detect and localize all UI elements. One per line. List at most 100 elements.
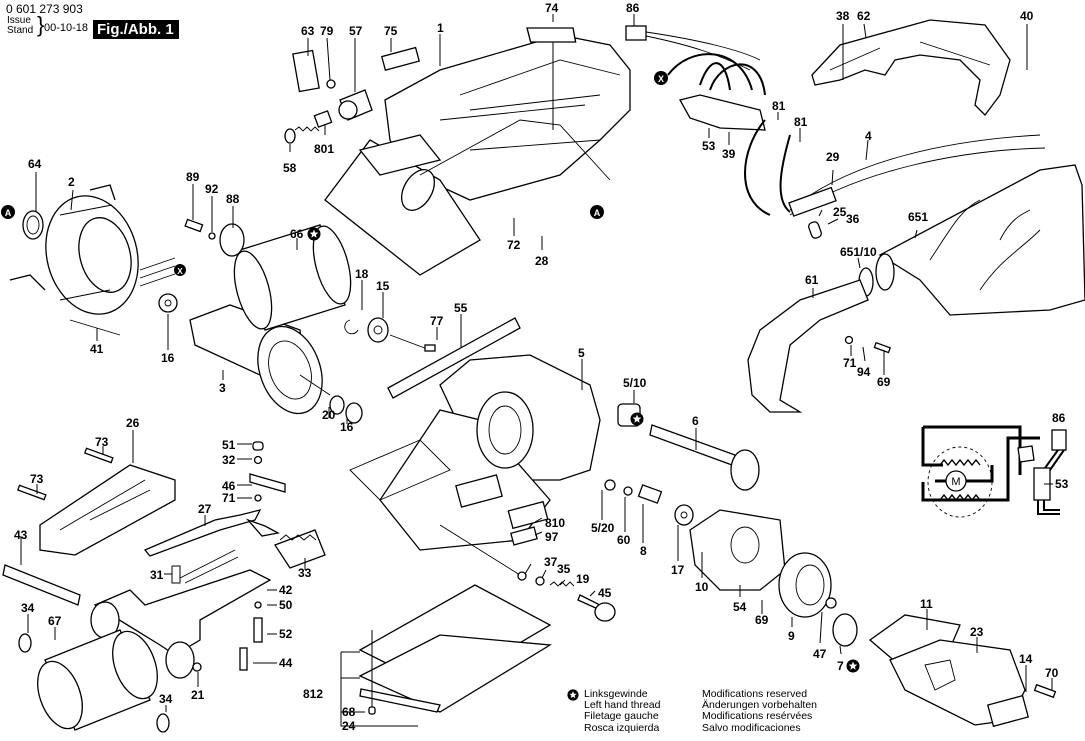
callout-42: 42 [279, 583, 293, 597]
part-number: 0 601 273 903 [6, 2, 83, 16]
left-hand-thread-icon-6 [630, 412, 644, 426]
callout-71b: 71 [222, 491, 236, 505]
plate-part-55 [387, 317, 521, 399]
callout-11: 11 [920, 597, 933, 611]
callout-51: 51 [222, 438, 236, 452]
callout-73b: 73 [30, 472, 44, 486]
legend-line-en: Left hand thread [584, 699, 661, 712]
marker-a-housing-label: A [594, 208, 601, 218]
dust-bag-assembly [747, 164, 1085, 413]
adjuster-pin-stack [239, 441, 286, 671]
callout-36: 36 [846, 212, 860, 226]
callout-57: 57 [349, 24, 363, 38]
issue-label: Issue Stand [7, 16, 33, 36]
callout-651-10: 651/10 [840, 245, 877, 259]
callout-801: 801 [314, 142, 334, 156]
modifications-notice: Modifications reserved Änderungen vorbeh… [702, 688, 818, 734]
callout-73a: 73 [95, 435, 109, 449]
left-hand-thread-legend: Linksgewinde Left hand thread Filetage g… [567, 688, 661, 734]
gear-drive-assembly [689, 509, 1057, 728]
callout-54: 54 [733, 600, 747, 614]
callout-60: 60 [617, 533, 631, 547]
marker-a-housing [590, 205, 604, 219]
callout-34a: 34 [21, 601, 35, 615]
callout-24: 24 [342, 719, 356, 733]
callout-651: 651 [908, 210, 928, 224]
callout-44: 44 [279, 656, 293, 670]
callout-35: 35 [557, 562, 571, 576]
callout-79: 79 [320, 24, 334, 38]
callout-68: 68 [342, 705, 356, 719]
callout-46: 46 [222, 479, 236, 493]
callout-92: 92 [205, 182, 219, 196]
wiring-diagram: M [921, 425, 1067, 518]
left-hand-thread-icon-66 [307, 227, 321, 241]
callout-16b: 16 [340, 420, 354, 434]
callout-39: 39 [722, 147, 736, 161]
tension-lever-assembly [2, 509, 326, 679]
adjusting-screw-assembly [535, 576, 616, 622]
callout-3: 3 [219, 381, 226, 395]
cable-and-switch: X [625, 25, 1046, 239]
wiring-label-86: 86 [1052, 411, 1066, 425]
issue-label-en: Issue [7, 15, 31, 26]
callout-50: 50 [279, 598, 293, 612]
drive-shaft-part-6 [604, 403, 760, 526]
legend-line-de: Linksgewinde [584, 688, 648, 700]
callout-33: 33 [298, 566, 312, 580]
callout-8: 8 [640, 544, 647, 558]
callout-5: 5 [578, 346, 585, 360]
callout-58: 58 [283, 161, 297, 175]
callout-6: 6 [692, 414, 699, 428]
callout-69a: 69 [877, 375, 891, 389]
callout-70: 70 [1045, 666, 1059, 680]
callout-7: 7 [837, 659, 844, 673]
callout-25: 25 [833, 205, 847, 219]
callout-69b: 69 [755, 613, 769, 627]
marker-a: A [5, 208, 12, 218]
callout-62: 62 [857, 9, 871, 23]
callout-77: 77 [430, 314, 444, 328]
callout-32: 32 [222, 453, 236, 467]
callout-67: 67 [48, 614, 62, 628]
leader-lines [20, 14, 1053, 713]
callout-64: 64 [28, 157, 42, 171]
callout-18: 18 [355, 267, 369, 281]
callout-37: 37 [544, 555, 558, 569]
legend-line-fr: Filetage gauche [584, 710, 659, 723]
callout-86: 86 [626, 1, 640, 15]
callout-40: 40 [1020, 9, 1034, 23]
issue-date: 00-10-18 [44, 22, 89, 34]
callout-34b: 34 [159, 692, 173, 706]
callout-63: 63 [301, 24, 315, 38]
callout-66: 66 [290, 227, 304, 241]
tube-and-bearings [184, 218, 431, 351]
marker-x-2: X [177, 267, 183, 276]
mods-line-fr: Modifications resérvées [702, 710, 813, 723]
callout-2: 2 [68, 175, 75, 189]
callout-81a: 81 [772, 99, 786, 113]
figure-label: Fig./Abb. 1 [93, 20, 179, 39]
callout-52: 52 [279, 627, 293, 641]
callout-19: 19 [576, 572, 590, 586]
gear-housing-part-5 [349, 354, 601, 581]
left-hand-thread-star-icon [567, 689, 579, 701]
brace-glyph: } [37, 12, 45, 37]
callout-labels: 74 86 38 62 40 63 79 57 75 1 58 801 81 8… [14, 1, 1069, 733]
brush-assembly [284, 27, 577, 144]
marker-x: X [658, 74, 664, 84]
callout-812: 812 [303, 687, 323, 701]
callout-75: 75 [384, 24, 398, 38]
callout-17: 17 [671, 563, 685, 577]
mods-line-de: Änderungen vorbehalten [702, 699, 818, 712]
callout-74: 74 [545, 1, 559, 15]
motor-label: M [951, 476, 960, 488]
mods-line-es: Salvo modificaciones [702, 721, 801, 734]
callout-81b: 81 [794, 115, 808, 129]
callout-71a: 71 [843, 356, 857, 370]
callout-89: 89 [186, 170, 200, 184]
callout-5-20: 5/20 [591, 521, 615, 535]
callout-1: 1 [437, 21, 444, 35]
callout-53: 53 [702, 139, 716, 153]
